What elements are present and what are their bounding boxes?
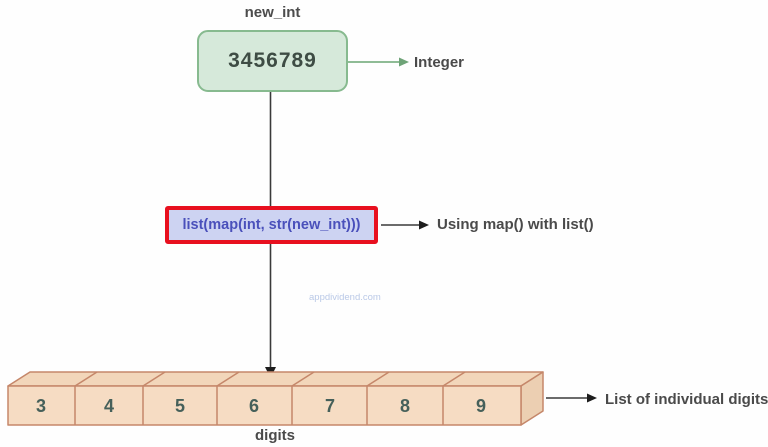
list-annotation: List of individual digits bbox=[605, 391, 768, 408]
array-cell-digit: 9 bbox=[475, 396, 486, 416]
array-cell-digit: 6 bbox=[248, 396, 259, 416]
integer-value-box: 3456789 bbox=[197, 30, 348, 92]
variable-name-label: new_int bbox=[244, 4, 301, 21]
integer-annotation: Integer bbox=[414, 54, 465, 71]
code-annotation: Using map() with list() bbox=[437, 216, 594, 233]
digits-array-3d-box bbox=[7, 371, 544, 426]
integer-value: 3456789 bbox=[228, 49, 317, 72]
array-cell-digit: 8 bbox=[399, 396, 410, 416]
watermark: appdividend.com bbox=[309, 292, 381, 303]
array-cell-digit: 4 bbox=[103, 396, 114, 416]
integer-arrow-icon bbox=[348, 57, 409, 67]
array-cell-digit: 7 bbox=[324, 396, 335, 416]
code-box: list(map(int, str(new_int))) bbox=[165, 206, 378, 244]
connector-arrow-down-icon bbox=[265, 244, 276, 378]
array-cell-digit: 5 bbox=[174, 396, 185, 416]
digits-array-label: digits bbox=[255, 427, 295, 444]
list-arrow-icon bbox=[546, 393, 597, 403]
array-cell-digit: 3 bbox=[35, 396, 46, 416]
code-text: list(map(int, str(new_int))) bbox=[182, 217, 361, 233]
code-arrow-icon bbox=[381, 220, 429, 230]
